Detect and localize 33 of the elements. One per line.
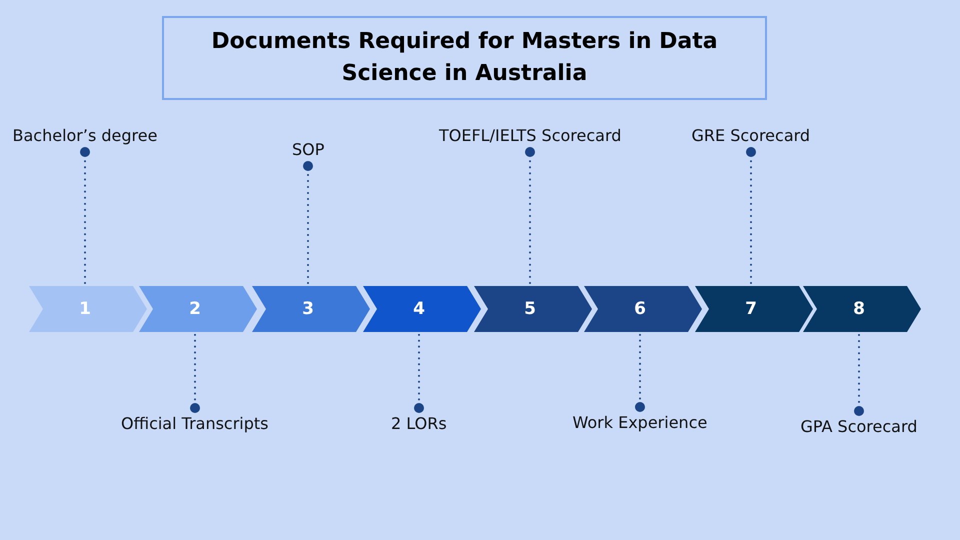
diagram-title: Documents Required for Masters in Data Science in Australia — [162, 16, 767, 100]
chevron-step — [139, 286, 257, 332]
step-number: 4 — [413, 299, 425, 319]
chevron-step — [252, 286, 370, 332]
chevron-step — [474, 286, 592, 332]
document-label: Bachelor’s degree — [12, 126, 158, 146]
document-label: Work Experience — [572, 413, 708, 433]
chevron-step — [363, 286, 481, 332]
leader-line — [746, 145, 756, 287]
leader-line — [414, 331, 424, 415]
chevron-step — [29, 286, 147, 332]
step-number: 6 — [634, 299, 646, 319]
chevron-step — [803, 286, 921, 332]
step-number: 1 — [79, 299, 91, 319]
chevron-step — [584, 286, 702, 332]
document-label: GRE Scorecard — [692, 126, 810, 146]
chevron-step — [695, 286, 813, 332]
leader-line — [854, 331, 864, 418]
document-label: GPA Scorecard — [800, 417, 918, 437]
leader-line — [190, 331, 200, 415]
step-number: 8 — [853, 299, 865, 319]
leader-line — [303, 159, 313, 287]
leader-line — [80, 145, 90, 287]
step-number: 3 — [302, 299, 314, 319]
document-label: SOP — [292, 140, 324, 160]
document-label: TOEFL/IELTS Scorecard — [439, 126, 622, 146]
document-label: Official Transcripts — [121, 414, 269, 434]
document-label: 2 LORs — [391, 414, 447, 434]
leader-line — [635, 331, 645, 414]
leader-line — [525, 145, 535, 287]
step-number: 5 — [524, 299, 536, 319]
step-number: 2 — [189, 299, 201, 319]
step-number: 7 — [745, 299, 757, 319]
